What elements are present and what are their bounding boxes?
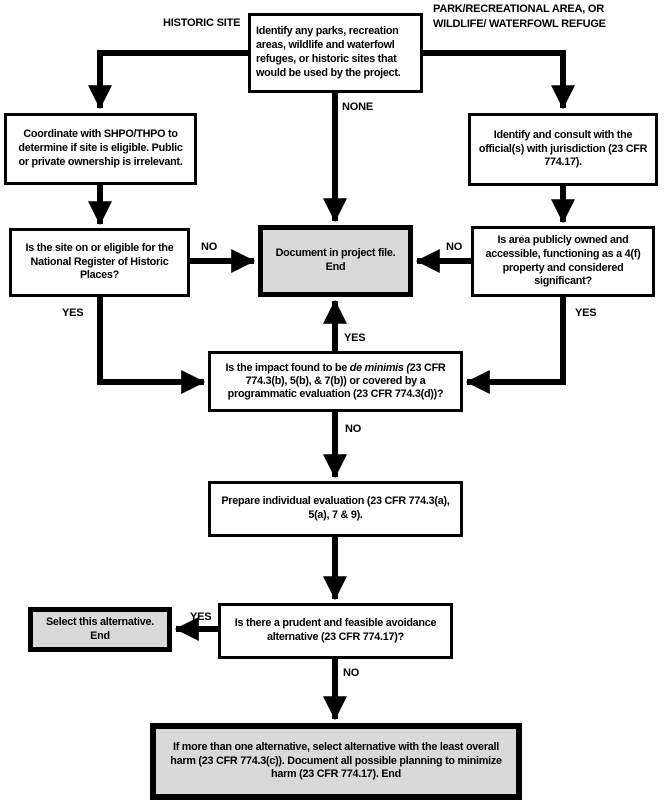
select-alternative-end-label: End bbox=[90, 629, 110, 642]
connector-historic-site bbox=[88, 50, 248, 110]
de-minimis-box: Is the impact found to be de minimis (23… bbox=[208, 351, 463, 412]
least-harm-text: If more than one alternative, select alt… bbox=[161, 741, 511, 782]
connector-register-yes bbox=[97, 297, 206, 394]
prepare-evaluation-box: Prepare individual evaluation (23 CFR 77… bbox=[208, 481, 463, 537]
connector-park-refuge bbox=[423, 50, 575, 110]
label-historic-site: HISTORIC SITE bbox=[163, 17, 241, 29]
consult-official-box: Identify and consult with the official(s… bbox=[468, 113, 658, 186]
label-yes-register: YES bbox=[62, 307, 84, 319]
coordinate-shpo-text: Coordinate with SHPO/THPO to determine i… bbox=[18, 128, 183, 168]
label-no-deminimis: NO bbox=[345, 423, 362, 435]
select-alternative-box: Select this alternative. End bbox=[28, 607, 172, 652]
label-yes-avoidance: YES bbox=[190, 611, 212, 623]
label-yes-public: YES bbox=[575, 307, 597, 319]
connector-public-yes bbox=[465, 297, 566, 394]
document-project-file-text: Document in project file. bbox=[275, 247, 396, 260]
national-register-box: Is the site on or eligible for the Natio… bbox=[9, 228, 190, 297]
prepare-evaluation-text: Prepare individual evaluation (23 CFR 77… bbox=[221, 495, 450, 521]
coordinate-shpo-box: Coordinate with SHPO/THPO to determine i… bbox=[4, 113, 197, 185]
document-project-file-box: Document in project file. End bbox=[258, 225, 413, 297]
publicly-owned-box: Is area publicly owned and accessible, f… bbox=[471, 226, 655, 297]
de-minimis-post: 23 CFR 774.3(b), 5(b), & 7(b)) or covere… bbox=[227, 361, 446, 401]
least-harm-end-label: End bbox=[381, 768, 401, 781]
de-minimis-italic: de minimis ( bbox=[349, 361, 410, 374]
label-yes-deminimis: YES bbox=[344, 332, 366, 344]
label-no-avoidance: NO bbox=[343, 667, 360, 679]
avoidance-alternative-box: Is there a prudent and feasible avoidanc… bbox=[218, 603, 453, 659]
identify-parks-text: Identify any parks, recreation areas, wi… bbox=[256, 25, 401, 79]
national-register-text: Is the site on or eligible for the Natio… bbox=[25, 241, 174, 282]
de-minimis-text: Is the impact found to be de minimis (23… bbox=[215, 362, 456, 402]
least-harm-body: If more than one alternative, select alt… bbox=[170, 740, 502, 781]
label-none: NONE bbox=[342, 101, 373, 113]
least-harm-box: If more than one alternative, select alt… bbox=[150, 723, 522, 800]
identify-parks-box: Identify any parks, recreation areas, wi… bbox=[248, 13, 423, 93]
document-end-label: End bbox=[325, 261, 346, 273]
label-no-register: NO bbox=[201, 241, 218, 253]
select-alternative-text: Select this alternative. bbox=[45, 615, 155, 628]
label-park-refuge: PARK/RECREATIONAL AREA, OR WILDLIFE/ WAT… bbox=[433, 3, 606, 30]
avoidance-alternative-text: Is there a prudent and feasible avoidanc… bbox=[234, 617, 437, 643]
publicly-owned-text: Is area publicly owned and accessible, f… bbox=[485, 233, 641, 288]
label-no-public: NO bbox=[446, 241, 463, 253]
de-minimis-pre: Is the impact found to be bbox=[225, 361, 350, 374]
consult-official-text: Identify and consult with the official(s… bbox=[478, 128, 648, 169]
